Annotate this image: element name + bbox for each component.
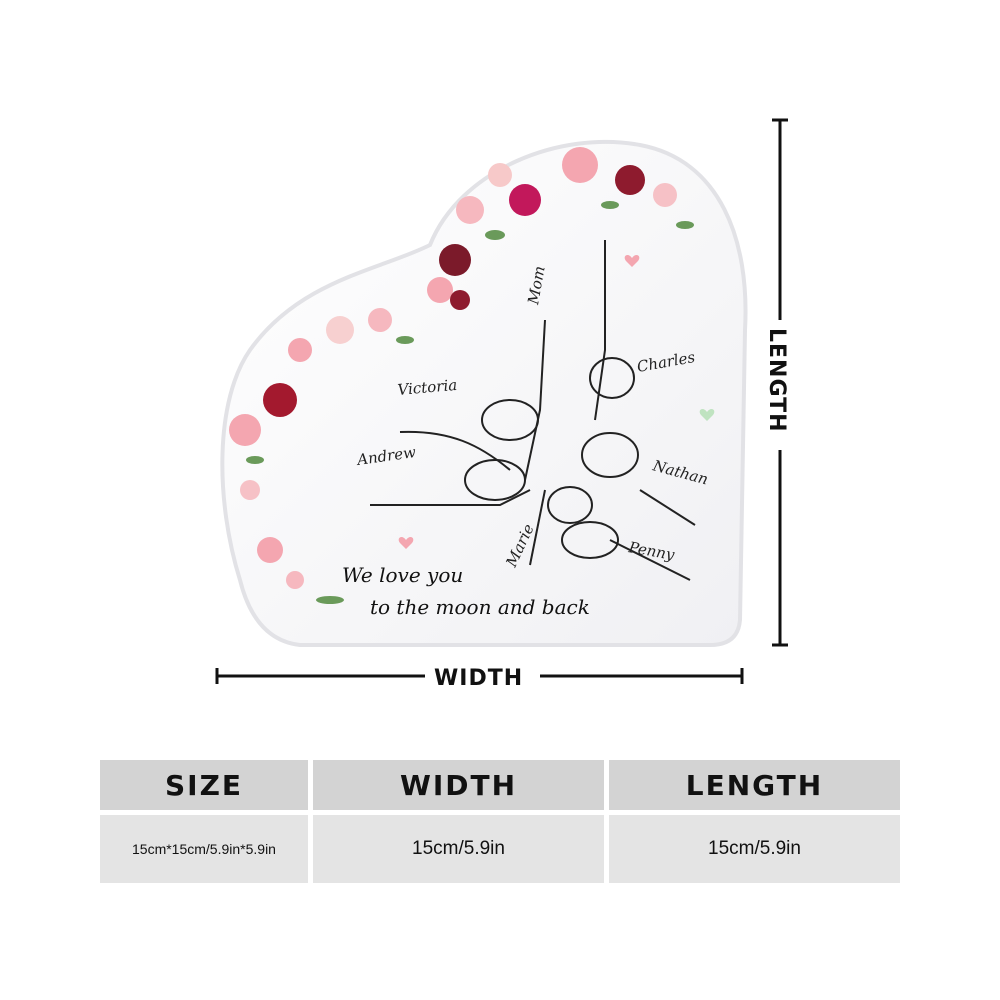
width-dimension-line bbox=[215, 668, 744, 684]
value-length: 15cm/5.9in bbox=[609, 815, 900, 883]
header-width: WIDTH bbox=[313, 760, 604, 810]
heart-icon bbox=[398, 536, 414, 549]
value-width: 15cm/5.9in bbox=[313, 815, 604, 883]
quote-line-2: to the moon and back bbox=[370, 595, 590, 619]
header-size: SIZE bbox=[100, 760, 308, 810]
length-dimension-line bbox=[772, 118, 788, 647]
heart-icon bbox=[624, 254, 640, 267]
value-size: 15cm*15cm/5.9in*5.9in bbox=[100, 815, 308, 883]
width-label: WIDTH bbox=[434, 666, 523, 691]
product-illustration: Mom Victoria Charles Andrew Nathan Marie… bbox=[215, 118, 789, 691]
hands-drawing bbox=[370, 240, 696, 581]
quote-line-1: We love you bbox=[342, 563, 463, 587]
acrylic-heart bbox=[220, 139, 748, 647]
heart-icon bbox=[699, 408, 715, 421]
header-length: LENGTH bbox=[609, 760, 900, 810]
floral-border bbox=[229, 147, 694, 604]
name-victoria: Victoria bbox=[397, 376, 458, 399]
length-label: LENGTH bbox=[764, 328, 789, 433]
